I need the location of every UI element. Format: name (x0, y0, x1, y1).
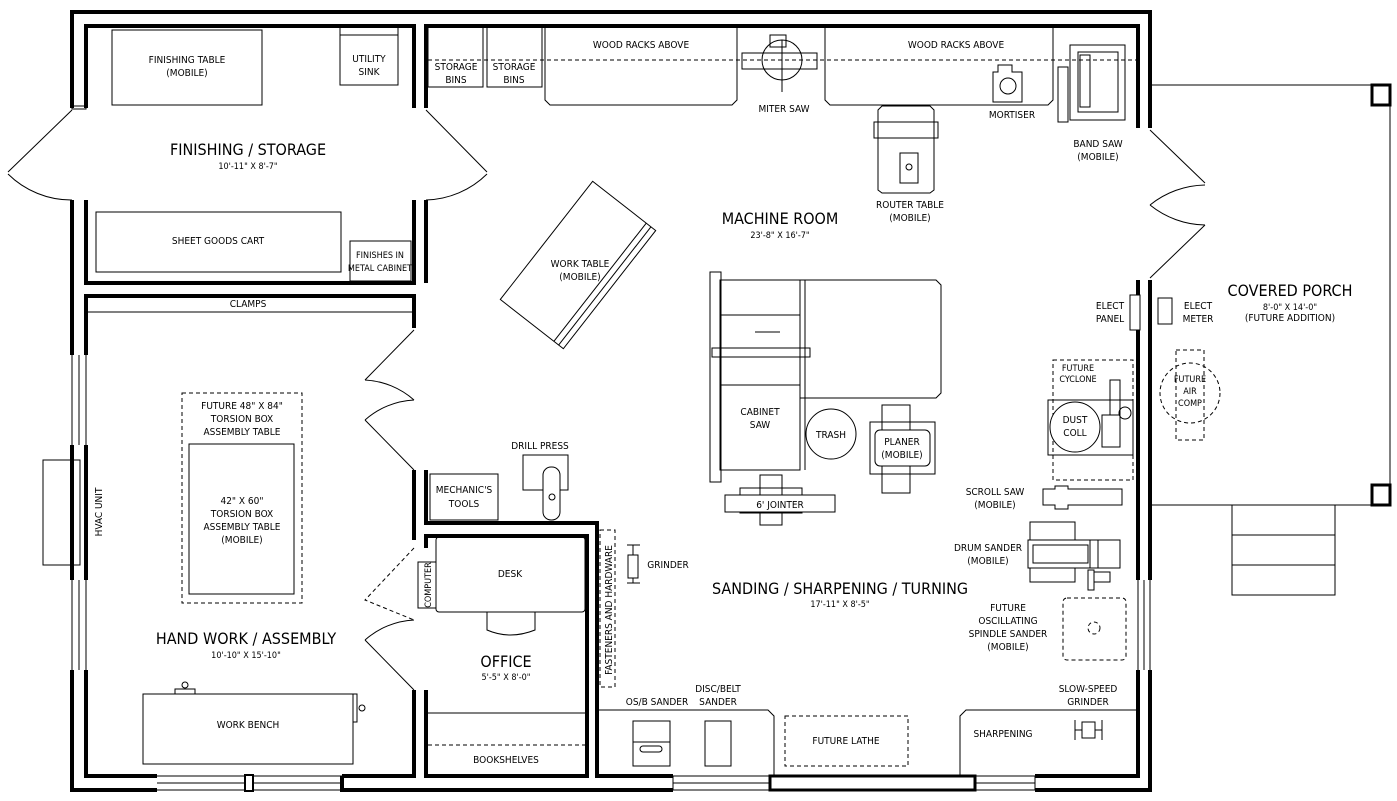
bookshelves-label: BOOKSHELVES (473, 755, 539, 766)
band-saw-label: (MOBILE) (1077, 152, 1118, 163)
scroll-saw-label: (MOBILE) (974, 500, 1015, 511)
spindle-sander-label: SPINDLE SANDER (969, 629, 1048, 640)
elect-panel-label: PANEL (1096, 314, 1124, 325)
disc-belt-label: DISC/BELT (695, 684, 741, 695)
room-size-machine: 23'-8" X 16'-7" (750, 231, 809, 241)
drill-press-label: DRILL PRESS (511, 441, 569, 452)
spindle-sander-label: (MOBILE) (987, 642, 1028, 653)
future-air-comp-label: AIR (1183, 387, 1197, 397)
mechanics-tools-label: MECHANIC'S (436, 485, 493, 496)
room-name-machine: MACHINE ROOM (722, 209, 839, 228)
cabinet-saw-label: SAW (750, 420, 771, 431)
miter-saw-label: MITER SAW (758, 104, 809, 115)
trash-label: TRASH (815, 430, 846, 441)
finishing-table-label: (MOBILE) (166, 68, 207, 79)
disc-belt-label: SANDER (699, 697, 737, 708)
dust-coll-label: DUST (1063, 415, 1088, 426)
torsion-label: 42" X 60" (220, 496, 263, 507)
work-bench-label: WORK BENCH (217, 720, 280, 731)
covered-porch: COVERED PORCH 8'-0" X 14'-0" (FUTURE ADD… (1150, 83, 1392, 596)
utility-sink-label: UTILITY (352, 54, 386, 65)
future-cyclone-label: CYCLONE (1059, 375, 1096, 385)
fasteners-label: FASTENERS AND HARDWARE (604, 545, 615, 675)
spindle-sander-label: FUTURE (990, 603, 1026, 614)
room-name-porch: COVERED PORCH (1228, 281, 1353, 300)
porch-note: (FUTURE ADDITION) (1245, 313, 1335, 324)
band-saw-label: BAND SAW (1073, 139, 1122, 150)
slow-grinder-label: GRINDER (1067, 697, 1108, 708)
work-table-label: (MOBILE) (559, 272, 600, 283)
scroll-saw-label: SCROLL SAW (966, 487, 1025, 498)
room-finishing: FINISHING TABLE (MOBILE) UTILITY SINK FI… (95, 26, 412, 310)
spindle-sander-label: OSCILLATING (978, 616, 1037, 627)
future-lathe-label: FUTURE LATHE (812, 736, 880, 747)
work-table-label: WORK TABLE (551, 259, 610, 270)
finishes-label: FINISHES IN (356, 251, 404, 261)
future-torsion-label: FUTURE 48" X 84" (201, 401, 283, 412)
finishing-table-label: FINISHING TABLE (149, 55, 226, 66)
storage-bins-label: BINS (445, 75, 467, 86)
sheet-goods-label: SHEET GOODS CART (172, 236, 265, 247)
future-air-comp-label: FUTURE (1174, 375, 1206, 385)
elect-meter-label: ELECT (1184, 301, 1213, 312)
wood-racks-label: WOOD RACKS ABOVE (593, 40, 690, 51)
dust-coll-label: COLL (1063, 428, 1086, 439)
room-office: MECHANIC'S TOOLS DESK COMPUTER OFFICE 5'… (417, 473, 587, 766)
future-air-comp-label: COMP (1178, 399, 1202, 409)
room-size-porch: 8'-0" X 14'-0" (1263, 303, 1317, 313)
room-name-finishing: FINISHING / STORAGE (170, 140, 326, 159)
router-table-label: ROUTER TABLE (876, 200, 944, 211)
finishes-label: METAL CABINET (348, 264, 412, 274)
storage-bins-label: STORAGE (435, 62, 478, 73)
torsion-label: TORSION BOX (210, 509, 273, 520)
osb-sander-label: OS/B SANDER (626, 697, 689, 708)
room-name-handwork: HAND WORK / ASSEMBLY (156, 629, 336, 648)
storage-bins-label: BINS (503, 75, 525, 86)
mechanics-tools-label: TOOLS (448, 499, 480, 510)
room-handwork: HVAC UNIT FUTURE 48" X 84" TORSION BOX A… (42, 392, 366, 765)
utility-sink-label: SINK (359, 67, 381, 78)
computer-label: COMPUTER (424, 562, 434, 608)
sharpening-label: SHARPENING (973, 729, 1032, 740)
router-table-label: (MOBILE) (889, 213, 930, 224)
room-size-handwork: 10'-10" X 15'-10" (211, 651, 281, 661)
torsion-label: ASSEMBLY TABLE (204, 522, 281, 533)
room-size-office: 5'-5" X 8'-0" (481, 673, 530, 683)
future-torsion-label: ASSEMBLY TABLE (204, 427, 281, 438)
planer-label: (MOBILE) (881, 450, 922, 461)
mortiser-label: MORTISER (989, 110, 1035, 121)
storage-bins-label: STORAGE (493, 62, 536, 73)
desk-label: DESK (498, 569, 523, 580)
torsion-label: (MOBILE) (221, 535, 262, 546)
room-size-finishing: 10'-11" X 8'-7" (218, 162, 277, 172)
elect-panel-label: ELECT (1096, 301, 1125, 312)
planer-label: PLANER (884, 437, 919, 448)
room-size-sanding: 17'-11" X 8'-5" (810, 600, 869, 610)
wood-racks-label: WOOD RACKS ABOVE (908, 40, 1005, 51)
cabinet-saw-label: CABINET (740, 407, 780, 418)
elect-meter-label: METER (1183, 314, 1214, 325)
drum-sander-label: DRUM SANDER (954, 543, 1022, 554)
future-cyclone-label: FUTURE (1062, 364, 1094, 374)
future-torsion-label: TORSION BOX (210, 414, 273, 425)
room-name-office: OFFICE (480, 652, 531, 671)
hvac-label: HVAC UNIT (94, 487, 105, 536)
clamps-label: CLAMPS (230, 299, 267, 310)
room-machine: STORAGE BINS STORAGE BINS WOOD RACKS ABO… (427, 26, 1141, 526)
slow-grinder-label: SLOW-SPEED (1059, 684, 1118, 695)
room-sanding: DRILL PRESS FASTENERS AND HARDWARE GRIND… (511, 441, 1138, 776)
grinder-label: GRINDER (647, 560, 688, 571)
room-name-sanding: SANDING / SHARPENING / TURNING (712, 579, 968, 598)
jointer-label: 6' JOINTER (756, 500, 804, 511)
doors (7, 109, 1206, 691)
drum-sander-label: (MOBILE) (967, 556, 1008, 567)
